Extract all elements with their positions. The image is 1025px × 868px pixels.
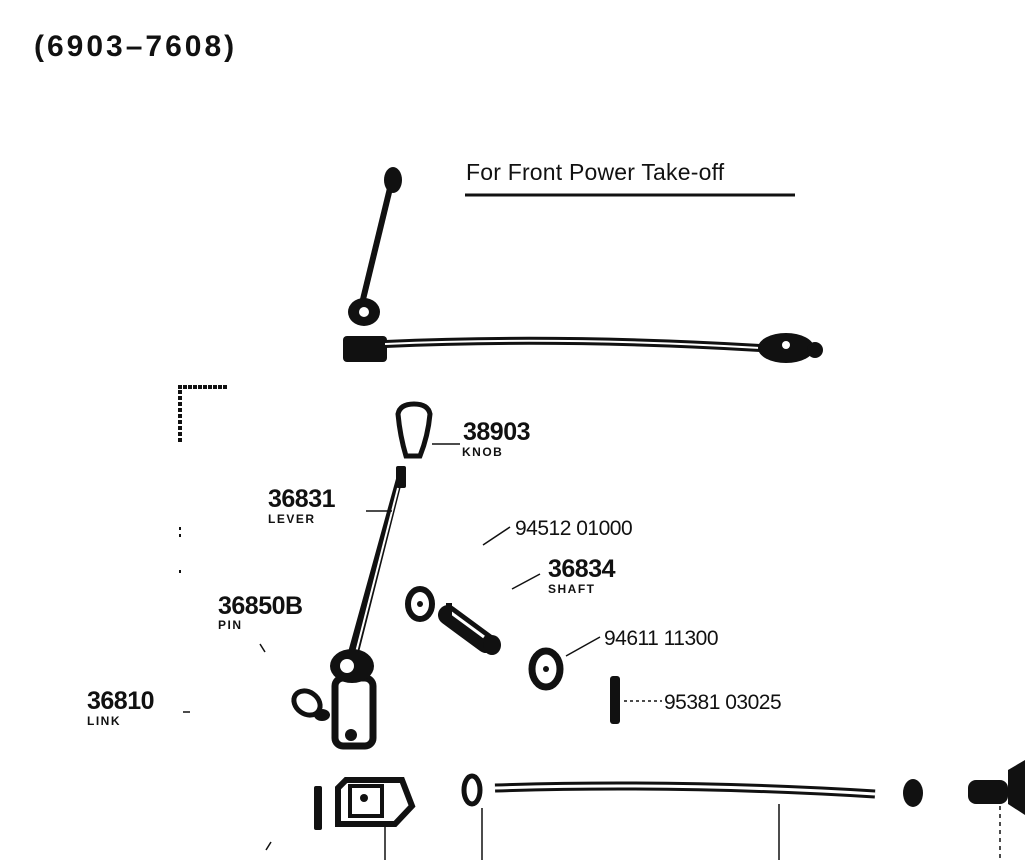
section-heading: For Front Power Take-off (466, 159, 725, 185)
plain-washer-part (528, 647, 564, 691)
leader-lines (183, 443, 662, 851)
frame-corner-marks (178, 385, 227, 573)
lower-linkage-assembly (314, 760, 1025, 860)
upper-linkage-rod (384, 333, 823, 363)
part-number-pin: 36850B (218, 592, 303, 620)
part-number-plain-washer: 94611 11300 (604, 627, 719, 650)
link-part (330, 649, 377, 750)
part-name-pin: PIN (218, 618, 243, 632)
part-number-washer: 94512 01000 (515, 517, 633, 540)
cotter-pin-part (610, 676, 620, 724)
pin-part (291, 688, 330, 721)
part-name-knob: KNOB (462, 445, 504, 459)
lever-part (341, 466, 406, 678)
part-name-link: LINK (87, 714, 121, 728)
part-name-lever: LEVER (268, 512, 316, 526)
part-number-knob: 38903 (463, 418, 531, 446)
shaft-part (438, 603, 501, 655)
date-range: (6903–7608) (34, 30, 238, 63)
knob-part (395, 401, 433, 459)
part-number-cotter-pin: 95381 03025 (664, 691, 782, 714)
washer-part (405, 586, 435, 622)
upper-lever-assembly (343, 167, 402, 362)
part-name-shaft: SHAFT (548, 582, 596, 596)
part-number-link: 36810 (87, 687, 155, 715)
part-number-shaft: 36834 (548, 555, 616, 583)
part-number-lever: 36831 (268, 485, 336, 513)
